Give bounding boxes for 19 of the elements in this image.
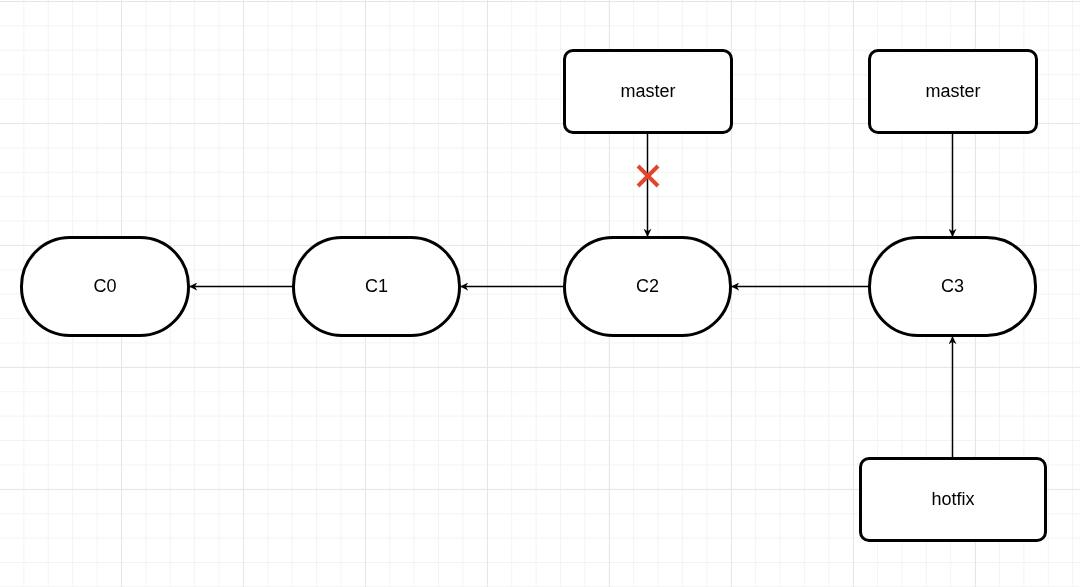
arrow bbox=[948, 336, 957, 458]
node-label: C1 bbox=[365, 276, 388, 297]
branch-box bbox=[563, 49, 733, 134]
node-label: C3 bbox=[941, 276, 964, 297]
branch-box bbox=[868, 49, 1038, 134]
node-label: C2 bbox=[636, 276, 659, 297]
arrow bbox=[643, 133, 652, 237]
arrow bbox=[189, 282, 293, 291]
node-label: hotfix bbox=[931, 489, 975, 510]
commit-node bbox=[292, 236, 461, 337]
node-label: master bbox=[620, 81, 676, 102]
commit-node bbox=[20, 236, 190, 337]
arrow bbox=[460, 282, 564, 291]
arrow bbox=[731, 282, 869, 291]
branch-box bbox=[859, 457, 1047, 542]
node-label: C0 bbox=[93, 276, 117, 297]
commit-node bbox=[563, 236, 732, 337]
node-label: master bbox=[925, 81, 981, 102]
arrow bbox=[948, 133, 957, 237]
